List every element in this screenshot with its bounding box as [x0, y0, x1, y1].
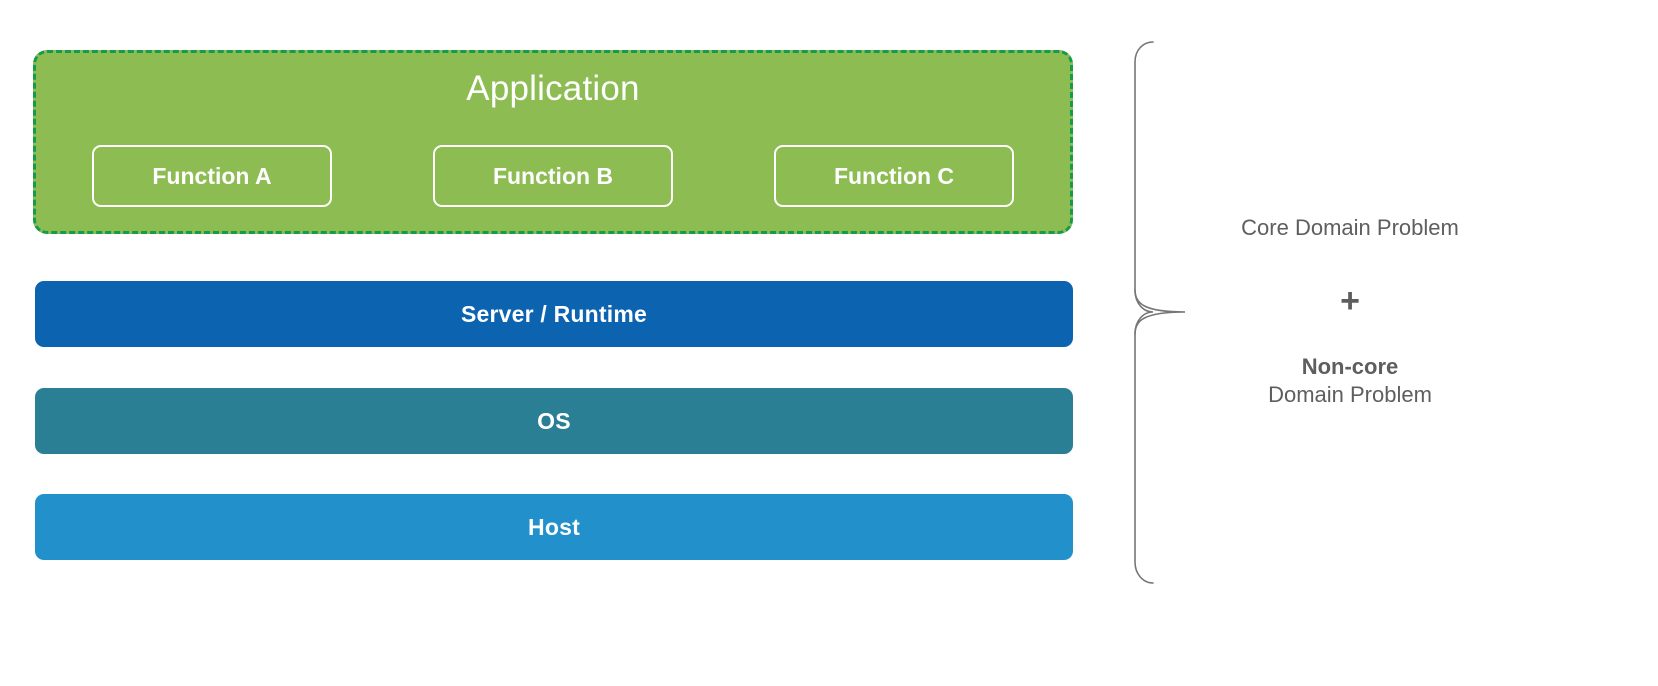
stack-layer-server-runtime-label: Server / Runtime	[461, 300, 647, 327]
application-block: Application Function A Function B Functi…	[33, 50, 1073, 234]
function-box-a[interactable]: Function A	[92, 145, 332, 207]
core-domain-problem-label: Core Domain Problem	[1241, 215, 1459, 240]
function-box-b-label: Function B	[492, 162, 614, 189]
noncore-sub-label: Domain Problem	[1268, 381, 1432, 407]
stack-layer-host-label: Host	[528, 513, 580, 540]
noncore-domain-problem-group: Non-core Domain Problem	[1205, 353, 1495, 408]
stack-layer-os-label: OS	[537, 407, 571, 434]
function-box-a-label: Function A	[152, 162, 272, 189]
noncore-label: Non-core	[1301, 354, 1399, 380]
function-box-b[interactable]: Function B	[433, 145, 673, 207]
curly-brace-icon	[1125, 35, 1195, 590]
stack-layer-os[interactable]: OS	[35, 388, 1073, 454]
plus-symbol-icon: +	[1340, 282, 1360, 321]
application-title: Application	[466, 69, 640, 108]
annotation-block: Core Domain Problem + Non-core Domain Pr…	[1205, 215, 1495, 408]
function-box-c-label: Function C	[833, 162, 955, 189]
stack-layer-host[interactable]: Host	[35, 494, 1073, 560]
stack-layer-server-runtime[interactable]: Server / Runtime	[35, 281, 1073, 347]
function-box-c[interactable]: Function C	[774, 145, 1014, 207]
function-row: Function A Function B Function C	[36, 145, 1070, 207]
